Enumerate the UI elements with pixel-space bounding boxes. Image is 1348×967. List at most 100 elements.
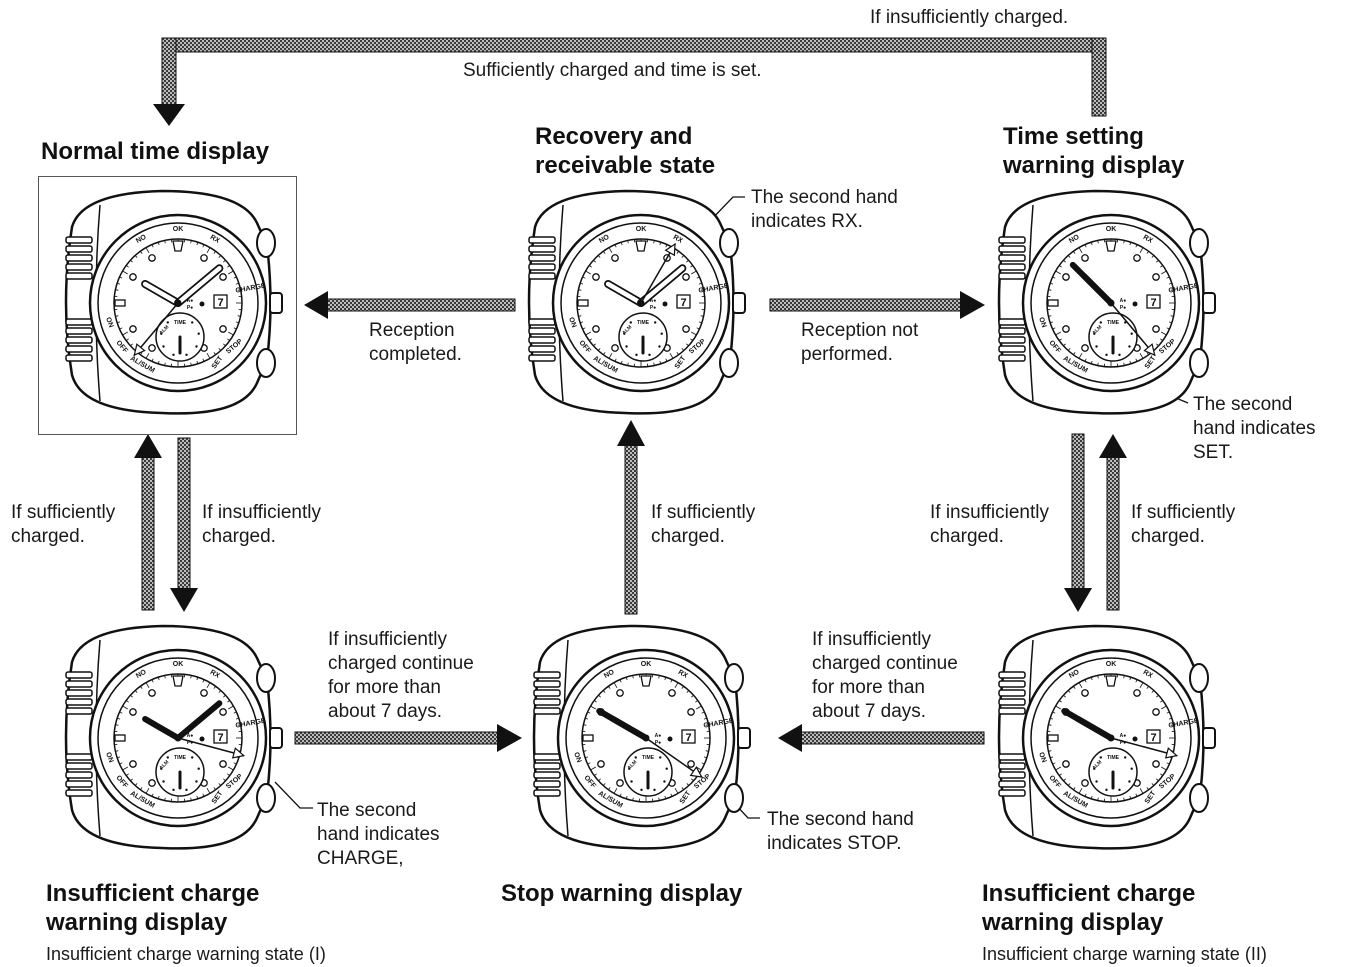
- hour-marker: [616, 689, 624, 697]
- tick: [696, 327, 700, 330]
- tick: [1063, 343, 1066, 347]
- grip-bar: [65, 680, 93, 688]
- hour-marker: [1081, 254, 1089, 262]
- tick: [1078, 353, 1083, 359]
- grip-bar: [65, 762, 93, 770]
- hour-marker: [219, 760, 227, 768]
- tick: [664, 795, 667, 799]
- hour-marker: [616, 779, 624, 787]
- label-left-down-2: charged.: [202, 526, 276, 547]
- ampm-dot: [199, 301, 205, 307]
- ampm-p: P●: [187, 740, 193, 746]
- tick: [218, 348, 222, 351]
- nine-marker: [582, 734, 594, 742]
- tick: [1123, 675, 1125, 679]
- arrow-bottom-right: [778, 724, 985, 752]
- callout-set-1: The second: [1193, 394, 1293, 415]
- dial-label-on: ON: [1037, 316, 1047, 328]
- tick: [1052, 711, 1056, 714]
- tick: [1073, 250, 1076, 254]
- tick: [140, 787, 143, 791]
- tick: [1170, 724, 1174, 726]
- tick: [218, 690, 222, 693]
- subdial-dot: [1105, 353, 1108, 357]
- subdial-dot: [162, 345, 165, 348]
- tick: [1166, 276, 1170, 279]
- ampm-p: P●: [187, 305, 193, 311]
- dial-label-ok: OK: [1106, 661, 1117, 668]
- tick: [659, 360, 662, 364]
- subdial-dot: [197, 767, 200, 770]
- label-bottom-right-4: about 7 days.: [812, 701, 927, 722]
- hour-marker: [129, 273, 137, 281]
- hour-hand: [142, 716, 181, 741]
- subdial-dot: [1118, 353, 1121, 357]
- tick: [1168, 717, 1172, 720]
- tick: [1151, 255, 1155, 258]
- center-pin: [637, 299, 645, 307]
- twelve-marker: [1105, 675, 1117, 687]
- tick: [115, 750, 119, 752]
- label-reception-not-performed-2: performed.: [801, 344, 893, 365]
- ampm-p: P●: [1120, 305, 1126, 311]
- subdial-dot: [625, 345, 628, 348]
- subtitle-insufficient-2: Insufficient charge warning state (II): [982, 944, 1267, 964]
- callout-rx-1: The second hand: [751, 187, 898, 208]
- hour-marker: [129, 708, 137, 716]
- hour-marker: [682, 273, 690, 281]
- tick: [1067, 690, 1071, 693]
- grip-bar: [533, 707, 561, 715]
- tick: [223, 343, 226, 347]
- grip-bar: [998, 780, 1026, 788]
- grip-bar: [533, 698, 561, 706]
- dial-label-on: ON: [104, 751, 114, 763]
- arrow-left-up: [134, 434, 162, 611]
- button-lower: [1189, 783, 1209, 813]
- tick: [228, 705, 234, 710]
- tick: [1050, 717, 1054, 720]
- tick: [1135, 679, 1138, 683]
- label-right-down-1: If insufficiently: [930, 502, 1049, 523]
- tick: [125, 773, 129, 776]
- dial-label-ok: OK: [173, 226, 184, 233]
- twelve-marker: [635, 240, 647, 252]
- tick: [698, 282, 702, 285]
- tick: [614, 358, 617, 362]
- grip-bar: [528, 263, 556, 271]
- tick: [686, 783, 690, 786]
- subdial-dot: [166, 321, 169, 324]
- tick: [228, 331, 234, 336]
- grip-bar: [533, 762, 561, 770]
- nine-marker: [114, 734, 126, 742]
- tick: [1048, 750, 1052, 752]
- subdial-dot: [1118, 788, 1121, 792]
- tick: [1050, 282, 1054, 285]
- tick: [196, 242, 199, 246]
- ampm-p: P●: [655, 740, 661, 746]
- tick: [1063, 694, 1066, 698]
- arrow-bottom-left: [294, 724, 522, 752]
- grip-bar: [998, 254, 1026, 262]
- tick: [122, 331, 128, 336]
- grip-bar: [65, 771, 93, 779]
- tick: [145, 788, 150, 794]
- grip-bar: [65, 753, 93, 761]
- tick: [585, 756, 589, 759]
- tick: [1084, 793, 1087, 797]
- subdial-dot: [1099, 756, 1102, 759]
- tick: [1048, 724, 1052, 726]
- subdial-alm: ALM: [158, 759, 170, 771]
- tick: [157, 795, 160, 799]
- tick: [1090, 360, 1093, 364]
- tick: [145, 682, 150, 688]
- second-hand-tip: [689, 766, 703, 778]
- subdial-time: TIME: [642, 755, 655, 761]
- tick: [670, 793, 673, 797]
- hour-marker: [1081, 344, 1089, 352]
- tick: [598, 694, 601, 698]
- hour-marker: [1133, 689, 1141, 697]
- tick: [1166, 327, 1170, 330]
- tick: [119, 711, 123, 714]
- tick: [583, 750, 587, 752]
- button-upper: [1189, 663, 1209, 693]
